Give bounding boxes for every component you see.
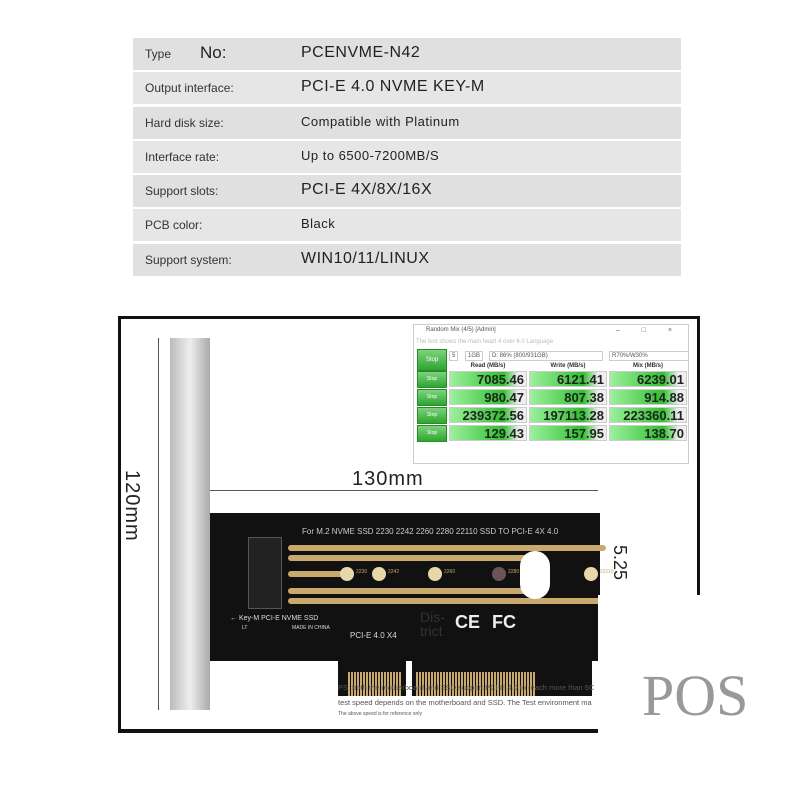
spec-label: Support system: xyxy=(145,252,232,267)
mounting-hole xyxy=(428,567,442,581)
result-cell: 980.47 xyxy=(449,389,527,405)
spec-value: PCENVME-N42 xyxy=(301,44,421,61)
gold-trace xyxy=(288,588,538,594)
gold-trace xyxy=(288,598,606,604)
spec-label: Support slots: xyxy=(145,184,219,199)
spec-value: Black xyxy=(301,216,336,232)
district-watermark: Dis- trict xyxy=(420,609,445,639)
lt-label: LT xyxy=(242,625,248,631)
spec-value: PCI-E 4.0 NVME KEY-M xyxy=(301,78,485,96)
result-cell: 6121.41 xyxy=(529,371,607,387)
gold-trace xyxy=(288,571,348,577)
note-line-1: PS: both the motherboard and SSD support… xyxy=(338,683,595,692)
adapter-pcb: For M.2 NVME SSD 2230 2242 2260 2280 221… xyxy=(210,513,614,661)
size-label: 2280 xyxy=(508,569,520,575)
spec-label: PCB color: xyxy=(145,218,203,233)
ce-mark: CE xyxy=(455,612,481,632)
mounting-hole xyxy=(492,567,506,581)
result-cell: 239372.56 xyxy=(449,407,527,423)
spec-label: Output interface: xyxy=(145,81,234,96)
window-controls[interactable]: – □ × xyxy=(615,327,682,334)
key-label: ← Key-M PCI-E NVME SSD xyxy=(230,615,319,622)
result-cell: 914.88 xyxy=(609,389,687,405)
window-subtitle: The test shows the main heart 4 over 6.0… xyxy=(416,339,554,345)
gold-trace xyxy=(288,545,606,551)
spec-label-no: No: xyxy=(200,43,227,62)
made-in: MADE IN CHINA xyxy=(292,625,330,631)
column-header: Read (MB/s) xyxy=(470,363,506,369)
size-label: 2242 xyxy=(388,569,400,575)
row-stop-button[interactable]: Stop xyxy=(417,407,447,424)
spec-row: Hard disk size: Compatible with Platinum xyxy=(133,106,681,139)
spec-row: PCB color: Black xyxy=(133,209,681,242)
result-cell: 197113.28 xyxy=(529,407,607,423)
spec-row: Support slots: PCI-E 4X/8X/16X xyxy=(133,175,681,208)
spec-label: Interface rate: xyxy=(145,149,220,164)
length-dimension: 130mm xyxy=(352,468,424,490)
size-select[interactable]: 1GB xyxy=(465,351,484,361)
spec-row: Support system: WIN10/11/LINUX xyxy=(133,243,681,276)
ssd-slot: 2230 2242 2260 2280 22110 xyxy=(280,545,614,608)
size-label: 2230 xyxy=(356,569,368,575)
result-cell: 7085.46 xyxy=(449,371,527,387)
product-frame xyxy=(118,316,700,733)
mounting-hole xyxy=(340,567,354,581)
column-header: Write (MB/s) xyxy=(550,363,586,369)
result-cell: 157.95 xyxy=(529,425,607,441)
gold-fingers-short xyxy=(348,672,402,696)
oval-cutout xyxy=(520,551,550,599)
length-dimension-line xyxy=(210,490,598,491)
row-stop-button[interactable]: Stop xyxy=(417,425,447,442)
result-cell: 129.43 xyxy=(449,425,527,441)
height-dimension-line xyxy=(158,338,159,710)
metal-bracket xyxy=(170,338,210,710)
row-stop-button[interactable]: Stop xyxy=(417,389,447,406)
spec-value: Compatible with Platinum xyxy=(301,113,460,129)
interface-label: PCI-E 4.0 X4 xyxy=(350,631,397,640)
size-label: 22110 xyxy=(600,569,614,575)
spec-label: Hard disk size: xyxy=(145,115,224,130)
size-label: 2260 xyxy=(444,569,456,575)
mix-select[interactable]: R70%/W30% xyxy=(609,351,689,361)
drive-select[interactable]: D: 86% (800/931GB) xyxy=(489,351,603,361)
side-dimension: 5.25 xyxy=(610,545,630,581)
fc-mark: FC xyxy=(492,612,516,632)
result-cell: 138.70 xyxy=(609,425,687,441)
result-cell: 807.38 xyxy=(529,389,607,405)
note-line-2: test speed depends on the motherboard an… xyxy=(338,698,592,707)
white-overlay xyxy=(598,595,798,755)
mounting-hole xyxy=(584,567,598,581)
result-cell: 6239.01 xyxy=(609,371,687,387)
note-line-3: The above speed is for reference only xyxy=(338,711,422,717)
count-select[interactable]: 5 xyxy=(449,351,459,361)
pcb-title: For M.2 NVME SSD 2230 2242 2260 2280 221… xyxy=(302,527,559,536)
stop-all-button[interactable]: Stop xyxy=(417,349,447,371)
spec-row: Output interface: PCI-E 4.0 NVME KEY-M xyxy=(133,72,681,105)
window-title: Random Mix (4/5) [Admin] xyxy=(426,327,496,333)
spec-row: Type No: PCENVME-N42 xyxy=(133,38,681,70)
column-header: Mix (MB/s) xyxy=(633,363,663,369)
gold-trace xyxy=(288,555,538,561)
gold-fingers-long xyxy=(416,672,536,696)
height-dimension: 120mm xyxy=(121,470,143,542)
result-cell: 223360.11 xyxy=(609,407,687,423)
spec-value: WIN10/11/LINUX xyxy=(301,249,430,267)
spec-value: PCI-E 4X/8X/16X xyxy=(301,181,433,199)
m2-connector xyxy=(248,537,282,609)
mounting-hole xyxy=(372,567,386,581)
spec-row: Interface rate: Up to 6500-7200MB/S xyxy=(133,140,681,173)
pcie-fingers xyxy=(338,660,592,696)
pos-logo: POS xyxy=(642,663,749,728)
benchmark-window: Random Mix (4/5) [Admin] – □ × The test … xyxy=(413,324,689,464)
row-stop-button[interactable]: Stop xyxy=(417,371,447,388)
spec-label: Type xyxy=(145,47,172,61)
spec-value: Up to 6500-7200MB/S xyxy=(301,147,440,163)
